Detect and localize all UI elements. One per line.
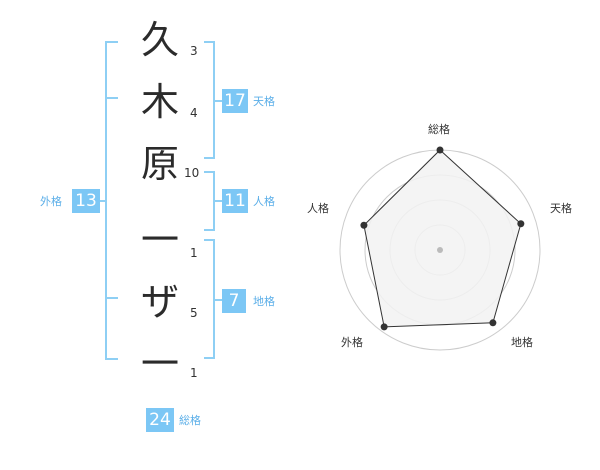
gaikaku-label: 外格: [40, 195, 62, 208]
radar-point-1: [436, 146, 444, 154]
tenkaku-value: 17: [222, 89, 248, 113]
jinkaku-label: 人格: [253, 195, 275, 208]
radar-series-area: [363, 149, 522, 328]
name-char-6: 一: [140, 342, 179, 386]
radar-point-4: [380, 323, 388, 331]
radar-axis-label-gaikaku: 外格: [341, 336, 363, 349]
radar-axis-label-jinkaku: 人格: [307, 202, 329, 215]
radar-axis-label-soukaku: 総格: [428, 123, 450, 136]
gaikaku-value: 13: [72, 189, 100, 213]
radar-axis-label-tenkaku: 天格: [550, 202, 572, 215]
radar-point-5: [360, 221, 368, 229]
name-char-1: 久: [140, 18, 179, 62]
name-char-4: 一: [140, 218, 179, 262]
soukaku-value: 24: [146, 408, 174, 432]
chikaku-label: 地格: [253, 295, 275, 308]
stroke-count-2: 4: [190, 106, 198, 120]
soukaku-label: 総格: [179, 414, 201, 427]
stroke-count-6: 1: [190, 366, 198, 380]
chikaku-value: 7: [222, 289, 246, 313]
radar-point-2: [517, 220, 525, 228]
stroke-count-4: 1: [190, 246, 198, 260]
jinkaku-value: 11: [222, 189, 248, 213]
radar-axis-label-chikaku: 地格: [511, 336, 533, 349]
tenkaku-label: 天格: [253, 95, 275, 108]
name-char-5: ザ: [140, 280, 179, 324]
radar-center-dot: [437, 247, 443, 253]
radar-point-3: [489, 319, 497, 327]
name-char-2: 木: [140, 80, 179, 124]
name-char-3: 原: [140, 142, 179, 186]
stroke-count-3: 10: [184, 166, 200, 180]
stroke-count-5: 5: [190, 306, 198, 320]
stroke-count-1: 3: [190, 44, 198, 58]
